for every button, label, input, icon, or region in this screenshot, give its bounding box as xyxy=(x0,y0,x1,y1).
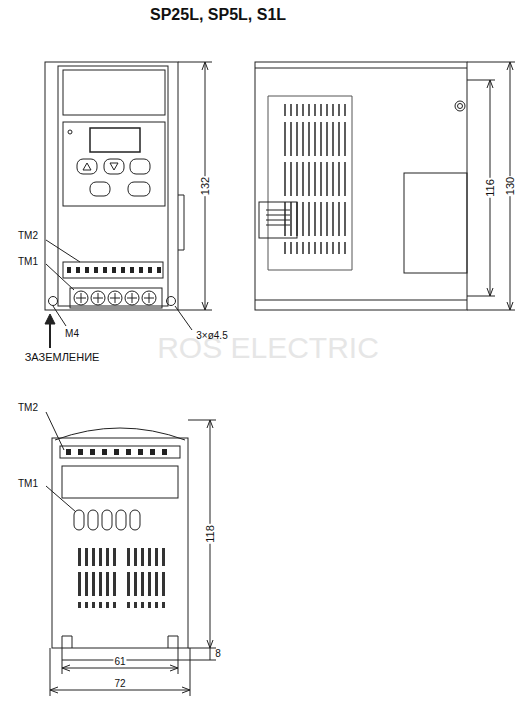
dimension: 8 xyxy=(215,649,221,659)
dimension: 72 xyxy=(113,679,126,689)
tm2-terminals xyxy=(67,267,161,273)
watermark: ROS ELECTRIC xyxy=(157,333,379,363)
bottom-view xyxy=(46,412,216,696)
terminal-label: TM1 xyxy=(18,479,38,489)
dimension: 61 xyxy=(113,657,126,667)
dimension: 118 xyxy=(205,524,216,544)
front-view xyxy=(45,62,212,348)
side-view xyxy=(255,62,515,310)
screw-label: M4 xyxy=(65,329,79,339)
drawing-title: SP25L, SP5L, S1L xyxy=(150,6,286,24)
hole-label: 3×ø4.5 xyxy=(196,331,227,341)
dimension: 132 xyxy=(200,176,211,196)
terminal-label: TM2 xyxy=(18,403,38,413)
tm1-terminals xyxy=(70,288,162,308)
ground-label: ЗАЗЕМЛЕНИЕ xyxy=(25,352,100,363)
terminal-label: TM1 xyxy=(18,257,38,267)
dimension: 130 xyxy=(505,176,516,196)
terminal-label: TM2 xyxy=(18,231,38,241)
dimension: 116 xyxy=(485,178,496,198)
